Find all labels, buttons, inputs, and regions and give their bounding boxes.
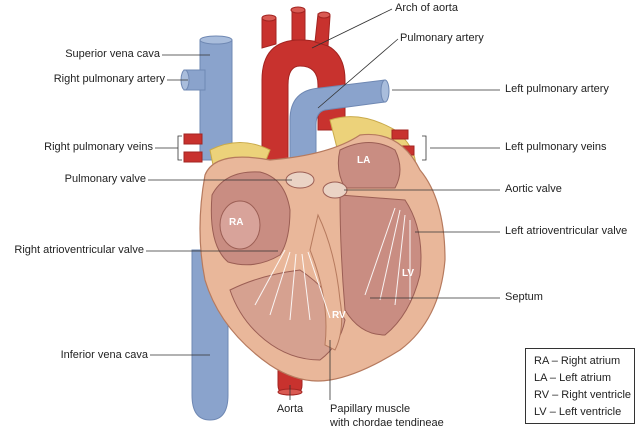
label-septum: Septum [505, 291, 543, 304]
label-aortic-valve: Aortic valve [505, 183, 562, 196]
chamber-label-lv: LV [402, 268, 414, 279]
label-aorta: Aorta [262, 403, 318, 416]
label-right-pulmonary-artery: Right pulmonary artery [54, 73, 165, 86]
chamber-label-rv: RV [332, 310, 346, 321]
aortic-valve-shape [323, 182, 347, 198]
label-left-pulmonary-veins: Left pulmonary veins [505, 141, 607, 154]
label-superior-vena-cava: Superior vena cava [65, 48, 160, 61]
chamber-label-la: LA [357, 155, 370, 166]
label-arch-of-aorta: Arch of aorta [395, 2, 458, 15]
superior-vena-cava-shape [200, 40, 232, 160]
label-left-atrioventricular-valve: Left atrioventricular valve [505, 225, 627, 238]
label-right-pulmonary-veins: Right pulmonary veins [44, 141, 153, 154]
label-pulmonary-valve: Pulmonary valve [65, 173, 146, 186]
label-right-atrioventricular-valve: Right atrioventricular valve [14, 244, 144, 257]
label-left-pulmonary-artery: Left pulmonary artery [505, 83, 609, 96]
label-papillary-muscle: Papillary muscle [330, 403, 410, 416]
legend-item-ra: RA – Right atrium [534, 353, 634, 370]
legend-item-rv: RV – Right ventricle [534, 387, 634, 404]
label-pulmonary-artery: Pulmonary artery [400, 32, 484, 45]
chamber-label-ra: RA [229, 217, 243, 228]
legend-item-lv: LV – Left ventricle [534, 404, 634, 421]
label-inferior-vena-cava: Inferior vena cava [61, 349, 148, 362]
legend-item-la: LA – Left atrium [534, 370, 634, 387]
legend-box: RA – Right atrium LA – Left atrium RV – … [525, 348, 635, 424]
label-papillary-muscle-line2: with chordae tendineae [330, 417, 444, 430]
